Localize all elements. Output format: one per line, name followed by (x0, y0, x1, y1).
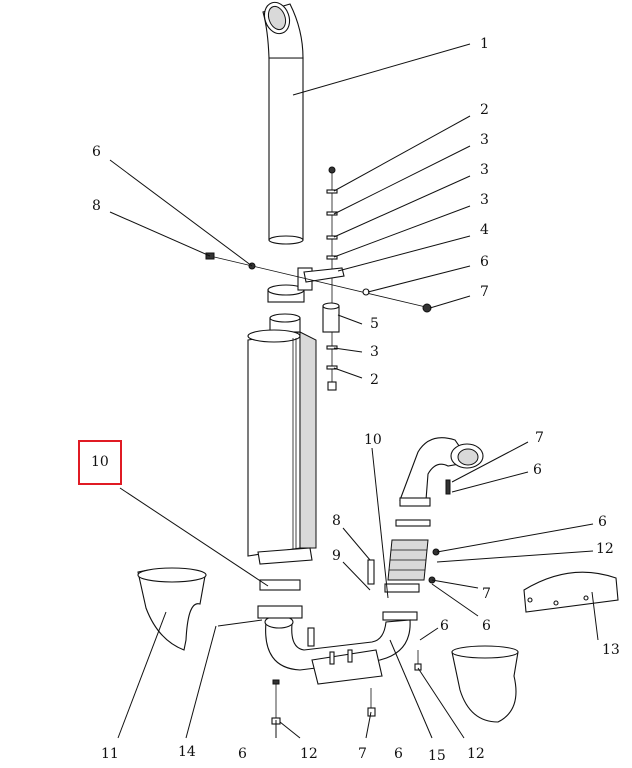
callout-label: 6 (92, 144, 101, 160)
callout-label: 15 (428, 748, 446, 764)
callout-label: 1 (480, 36, 489, 52)
callout-label: 6 (238, 746, 247, 762)
callout-label: 6 (394, 746, 403, 762)
callout-label: 3 (480, 162, 489, 178)
callout-labels: 1 2 3 3 3 4 6 7 5 3 2 6 8 10 10 7 6 8 6 … (91, 36, 620, 764)
callout-label: 11 (101, 746, 119, 762)
callout-label: 2 (480, 102, 489, 118)
callout-label: 3 (370, 344, 379, 360)
highlight-box (78, 440, 122, 485)
callout-label: 6 (480, 254, 489, 270)
callout-label: 14 (178, 744, 196, 760)
callout-label: 7 (358, 746, 367, 762)
right-elbow-cover (451, 645, 519, 723)
exhaust-stack-pipe (262, 1, 304, 245)
callout-label: 7 (535, 430, 544, 446)
callout-label: 3 (480, 132, 489, 148)
callout-label: 3 (480, 192, 489, 208)
elbow-pipe-assembly (382, 437, 484, 621)
callout-label: 6 (440, 618, 449, 634)
left-elbow-cover (137, 567, 207, 651)
callout-label: 8 (92, 198, 101, 214)
callout-label: 6 (598, 514, 607, 530)
callout-label: 12 (467, 746, 485, 762)
callout-label: 2 (370, 372, 379, 388)
clamp-bolt-line (205, 252, 432, 313)
callout-label: 8 (332, 513, 341, 529)
callout-label: 6 (482, 618, 491, 634)
callout-label: 13 (602, 642, 620, 658)
callout-label: 7 (480, 284, 489, 300)
callout-label: 9 (332, 548, 341, 564)
callout-label: 10 (91, 454, 109, 470)
heat-shield (523, 571, 619, 613)
muffler (247, 313, 317, 565)
callout-label: 12 (596, 541, 614, 557)
callout-label: 5 (370, 316, 379, 332)
callout-label: 6 (533, 462, 542, 478)
lower-u-pipe (257, 579, 411, 685)
callout-label: 7 (482, 586, 491, 602)
callout-label: 12 (300, 746, 318, 762)
callout-label: 4 (480, 222, 489, 238)
mounting-hardware-stack (303, 166, 345, 391)
leader-lines (109, 43, 599, 739)
callout-label: 10 (364, 432, 382, 448)
